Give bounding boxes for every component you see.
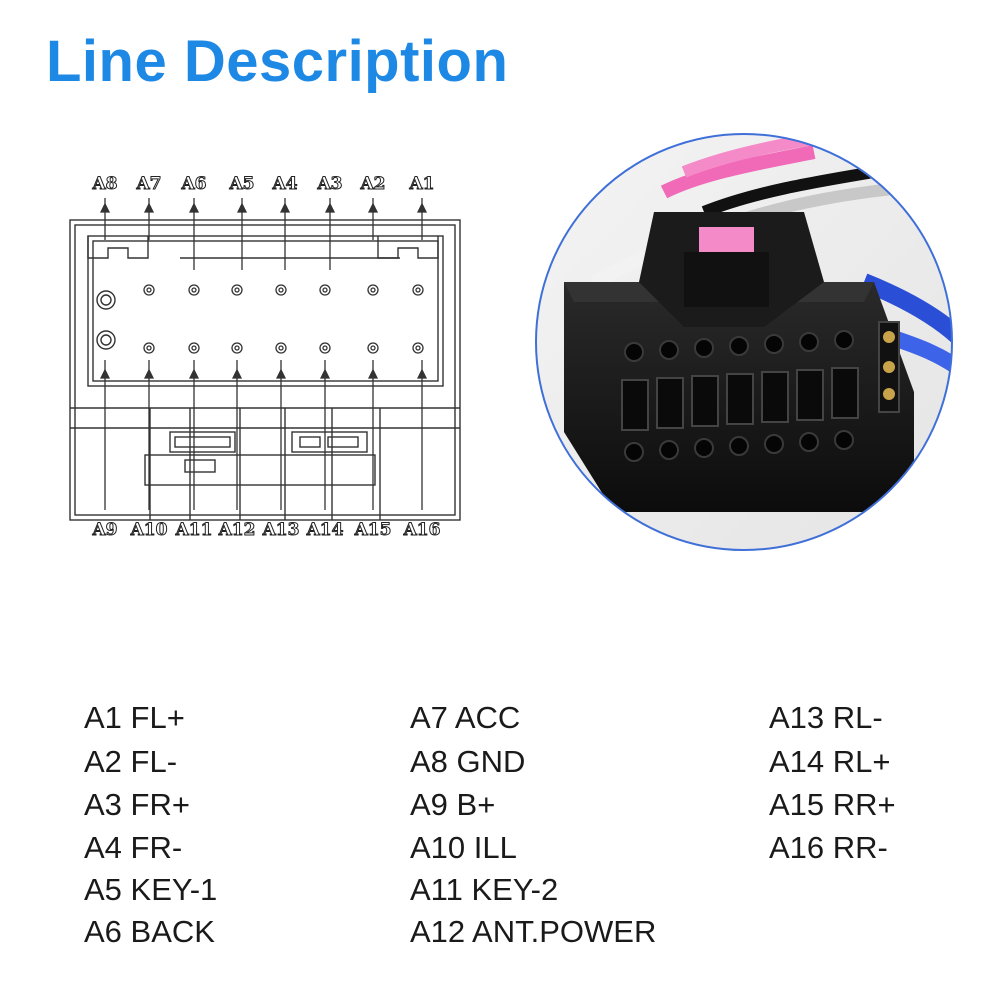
connector-pinout-diagram: A8 A7 A6 A5 A4 A3 A2 A1 xyxy=(60,160,480,550)
pin-label-a3: A3 xyxy=(317,174,343,195)
list-item: A11 KEY-2 xyxy=(410,872,559,907)
list-item: A10 ILL xyxy=(410,830,517,865)
list-item: A1 FL+ xyxy=(84,700,185,735)
pin-label-a14: A14 xyxy=(306,520,344,541)
pin-label-a15: A15 xyxy=(354,520,392,541)
pin-label-a2: A2 xyxy=(360,174,386,195)
pin-label-a9: A9 xyxy=(92,520,118,541)
list-item: A13 RL- xyxy=(769,700,883,735)
list-item: A14 RL+ xyxy=(769,744,891,779)
pin-label-a5: A5 xyxy=(229,174,255,195)
list-item: A2 FL- xyxy=(84,744,178,779)
list-item: A3 FR+ xyxy=(84,787,190,822)
pin-label-a13: A13 xyxy=(262,520,300,541)
list-item: A7 ACC xyxy=(410,700,521,735)
list-item: A12 ANT.POWER xyxy=(410,914,657,949)
list-item: A9 B+ xyxy=(410,787,496,822)
list-item: A4 FR- xyxy=(84,830,183,865)
pin-label-a6: A6 xyxy=(181,174,207,195)
page-title: Line Description xyxy=(46,29,509,94)
list-item: A6 BACK xyxy=(84,914,215,949)
pin-label-a10: A10 xyxy=(130,520,168,541)
connector-photo xyxy=(535,133,953,551)
pin-label-a8: A8 xyxy=(92,174,118,195)
pin-label-a7: A7 xyxy=(136,174,162,195)
list-item: A16 RR- xyxy=(769,830,888,865)
pin-label-a11: A11 xyxy=(175,520,213,541)
pin-label-a4: A4 xyxy=(272,174,298,195)
pin-label-a1: A1 xyxy=(409,174,435,195)
list-item: A15 RR+ xyxy=(769,787,896,822)
pin-label-a16: A16 xyxy=(403,520,441,541)
list-item: A5 KEY-1 xyxy=(84,872,218,907)
connector-outline-drawing xyxy=(69,198,461,521)
pin-label-a12: A12 xyxy=(218,520,256,541)
list-item: A8 GND xyxy=(410,744,526,779)
